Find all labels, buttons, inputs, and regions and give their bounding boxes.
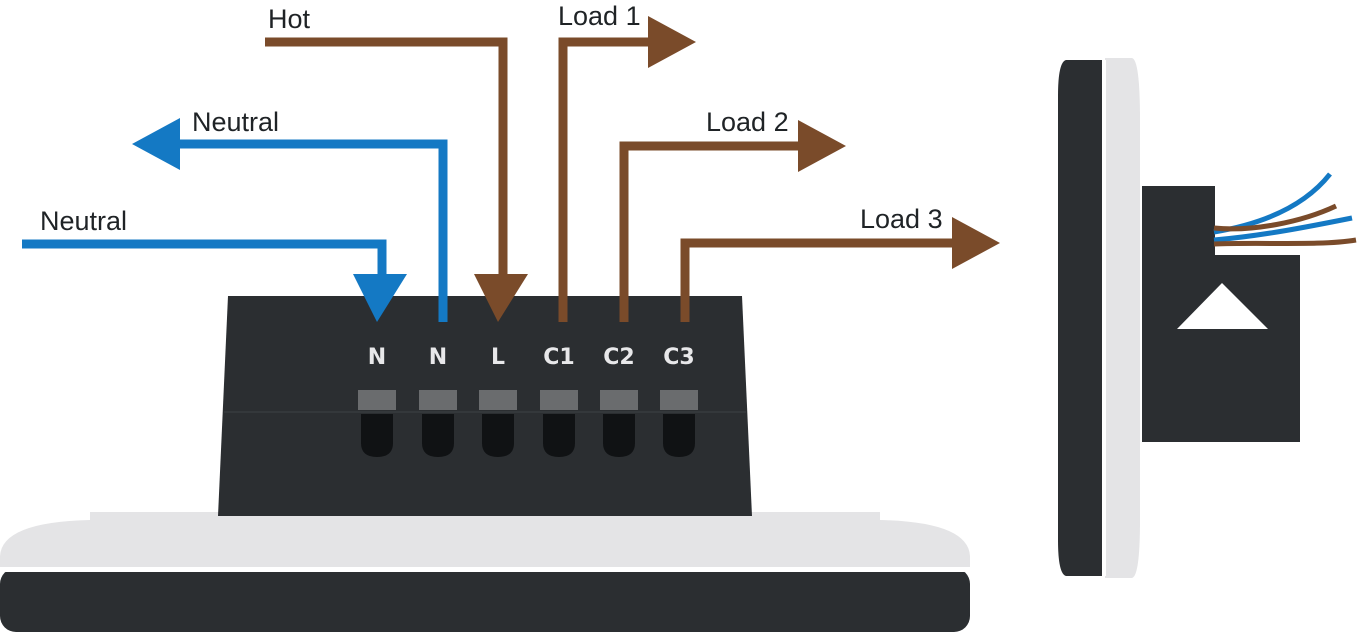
terminal-label: N xyxy=(429,345,447,370)
terminal-label: L xyxy=(491,345,505,370)
terminal-slot xyxy=(540,390,578,410)
front-base xyxy=(0,568,970,632)
load-3-label: Load 3 xyxy=(860,204,943,234)
terminal-slot xyxy=(419,390,457,410)
side-bezel xyxy=(1105,58,1140,578)
arrow-left-icon xyxy=(132,118,180,170)
terminal-screw xyxy=(603,414,635,457)
terminal-label: N xyxy=(368,345,386,370)
terminal-c2: C2 xyxy=(600,345,638,457)
terminal-label: C1 xyxy=(543,345,574,370)
terminal-label: C3 xyxy=(663,345,694,370)
arrow-right-icon xyxy=(952,217,1000,269)
terminal-screw xyxy=(361,414,393,457)
side-front-panel xyxy=(1058,60,1103,576)
load-2-wire xyxy=(619,120,846,322)
terminal-n1: N xyxy=(358,345,396,457)
hot-wire xyxy=(265,37,528,322)
load-1-wire xyxy=(558,16,696,322)
neutral-out-label: Neutral xyxy=(192,107,279,137)
terminal-screw xyxy=(543,414,575,457)
arrow-right-icon xyxy=(798,120,846,172)
side-view xyxy=(1058,58,1357,578)
front-view: N N L C1 C2 C3 xyxy=(0,296,970,632)
side-wire-bundle xyxy=(1213,172,1357,247)
hot-label: Hot xyxy=(268,4,311,34)
terminal-c1: C1 xyxy=(540,345,578,457)
wire-labels: Hot Neutral Neutral Load 1 Load 2 Load 3 xyxy=(40,1,943,236)
arrow-down-icon xyxy=(474,274,528,322)
terminal-screw xyxy=(422,414,454,457)
load-3-wire xyxy=(680,217,1000,322)
terminal-n2: N xyxy=(419,345,457,457)
terminal-slot xyxy=(660,390,698,410)
terminal-slot xyxy=(600,390,638,410)
neutral-out-wire xyxy=(132,118,448,322)
side-seam xyxy=(1102,60,1106,576)
load-1-label: Load 1 xyxy=(558,1,641,31)
terminal-slot xyxy=(479,390,517,410)
arrow-right-icon xyxy=(648,16,696,68)
load-2-label: Load 2 xyxy=(706,107,789,137)
terminal-c3: C3 xyxy=(660,345,698,457)
terminal-screw xyxy=(482,414,514,457)
neutral-in-wire xyxy=(22,239,407,322)
terminal-l: L xyxy=(479,345,517,457)
terminal-label: C2 xyxy=(603,345,634,370)
bezel-seam xyxy=(0,567,970,572)
terminal-screw xyxy=(663,414,695,457)
terminal-slot xyxy=(358,390,396,410)
neutral-in-label: Neutral xyxy=(40,206,127,236)
triangle-up-icon xyxy=(1177,283,1268,329)
wires xyxy=(22,16,1000,322)
front-bezel xyxy=(0,512,970,570)
arrow-down-icon xyxy=(353,274,407,322)
